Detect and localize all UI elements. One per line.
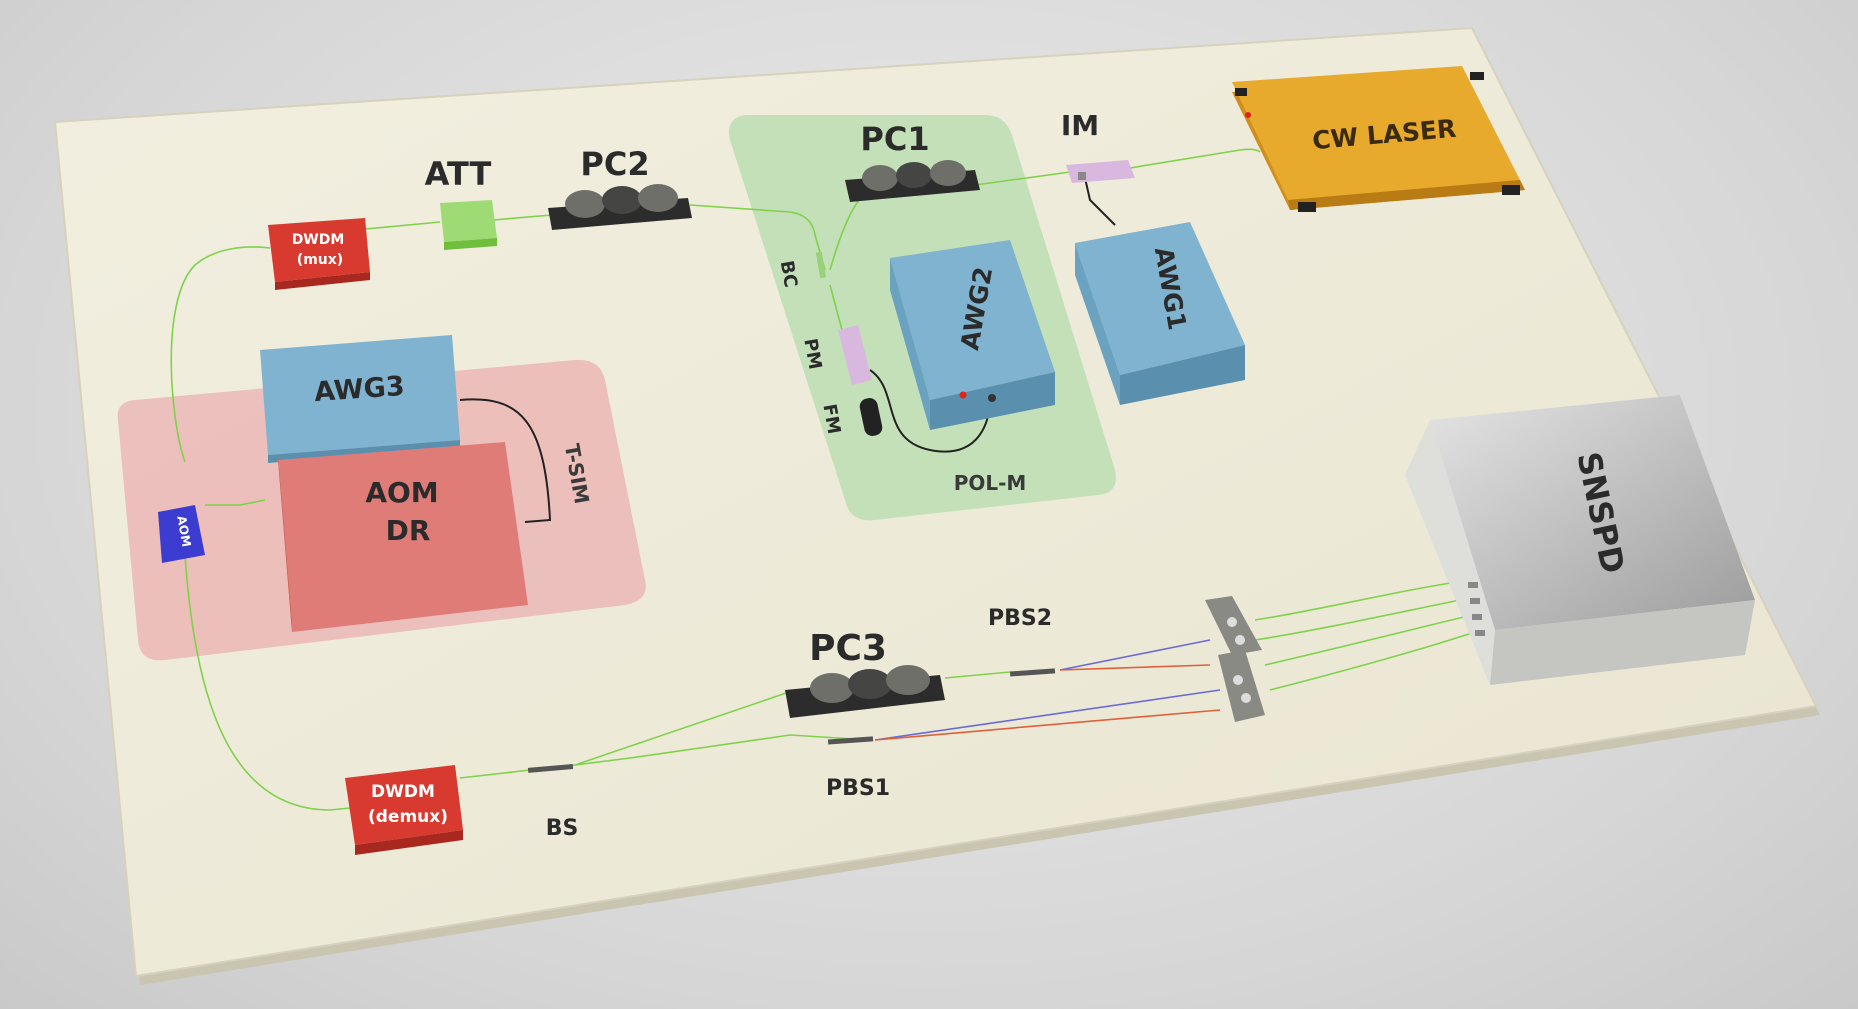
dwdm-demux[interactable]: DWDM (demux) [345,765,463,855]
pbs2[interactable] [1009,668,1056,677]
attenuator[interactable] [440,200,497,250]
bs-label: BS [546,816,579,841]
aom[interactable]: AOM [158,505,205,563]
pc1[interactable] [845,160,980,202]
aom-dr-line2: DR [386,514,431,547]
beam-combiner[interactable] [815,251,827,279]
bc-label: BC [776,259,801,289]
pbs1[interactable] [827,736,874,745]
awg1[interactable]: AWG1 [1075,222,1245,405]
im-label: IM [1061,109,1099,142]
pc2[interactable] [548,184,692,230]
faraday-mirror[interactable] [858,397,884,438]
intensity-modulator[interactable] [1066,160,1135,183]
pc1-label: PC1 [860,120,929,158]
awg3[interactable]: AWG3 [260,335,460,463]
pbs1-label: PBS1 [826,776,890,801]
dwdm-demux-line1: DWDM [371,782,435,802]
dwdm-mux-line2: (mux) [297,252,343,268]
pbs2-label: PBS2 [988,606,1052,631]
pbs-mount-upper[interactable] [1205,596,1262,655]
phase-modulator[interactable] [838,325,872,385]
att-label: ATT [425,155,492,193]
dwdm-demux-line2: (demux) [368,807,448,827]
dwdm-mux-line1: DWDM [292,232,345,248]
fm-label: FM [818,402,844,435]
cables [459,177,1116,523]
aom-driver[interactable]: AOM DR [278,442,528,632]
pc3[interactable] [785,665,945,718]
aom-dr-line1: AOM [365,476,438,509]
snspd[interactable]: SNSPD [1405,395,1755,685]
pc2-label: PC2 [580,145,649,183]
cw-laser[interactable]: CW LASER [1232,66,1525,212]
aom-label: AOM [174,515,193,548]
awg2[interactable]: AWG2 [890,240,1055,430]
pc3-label: PC3 [809,628,887,669]
pbs-mount-lower[interactable] [1218,650,1265,722]
dwdm-mux[interactable]: DWDM (mux) [268,218,370,290]
awg3-label: AWG3 [313,371,405,408]
pol-m-label: POL-M [954,471,1027,495]
beam-splitter[interactable] [527,764,574,773]
